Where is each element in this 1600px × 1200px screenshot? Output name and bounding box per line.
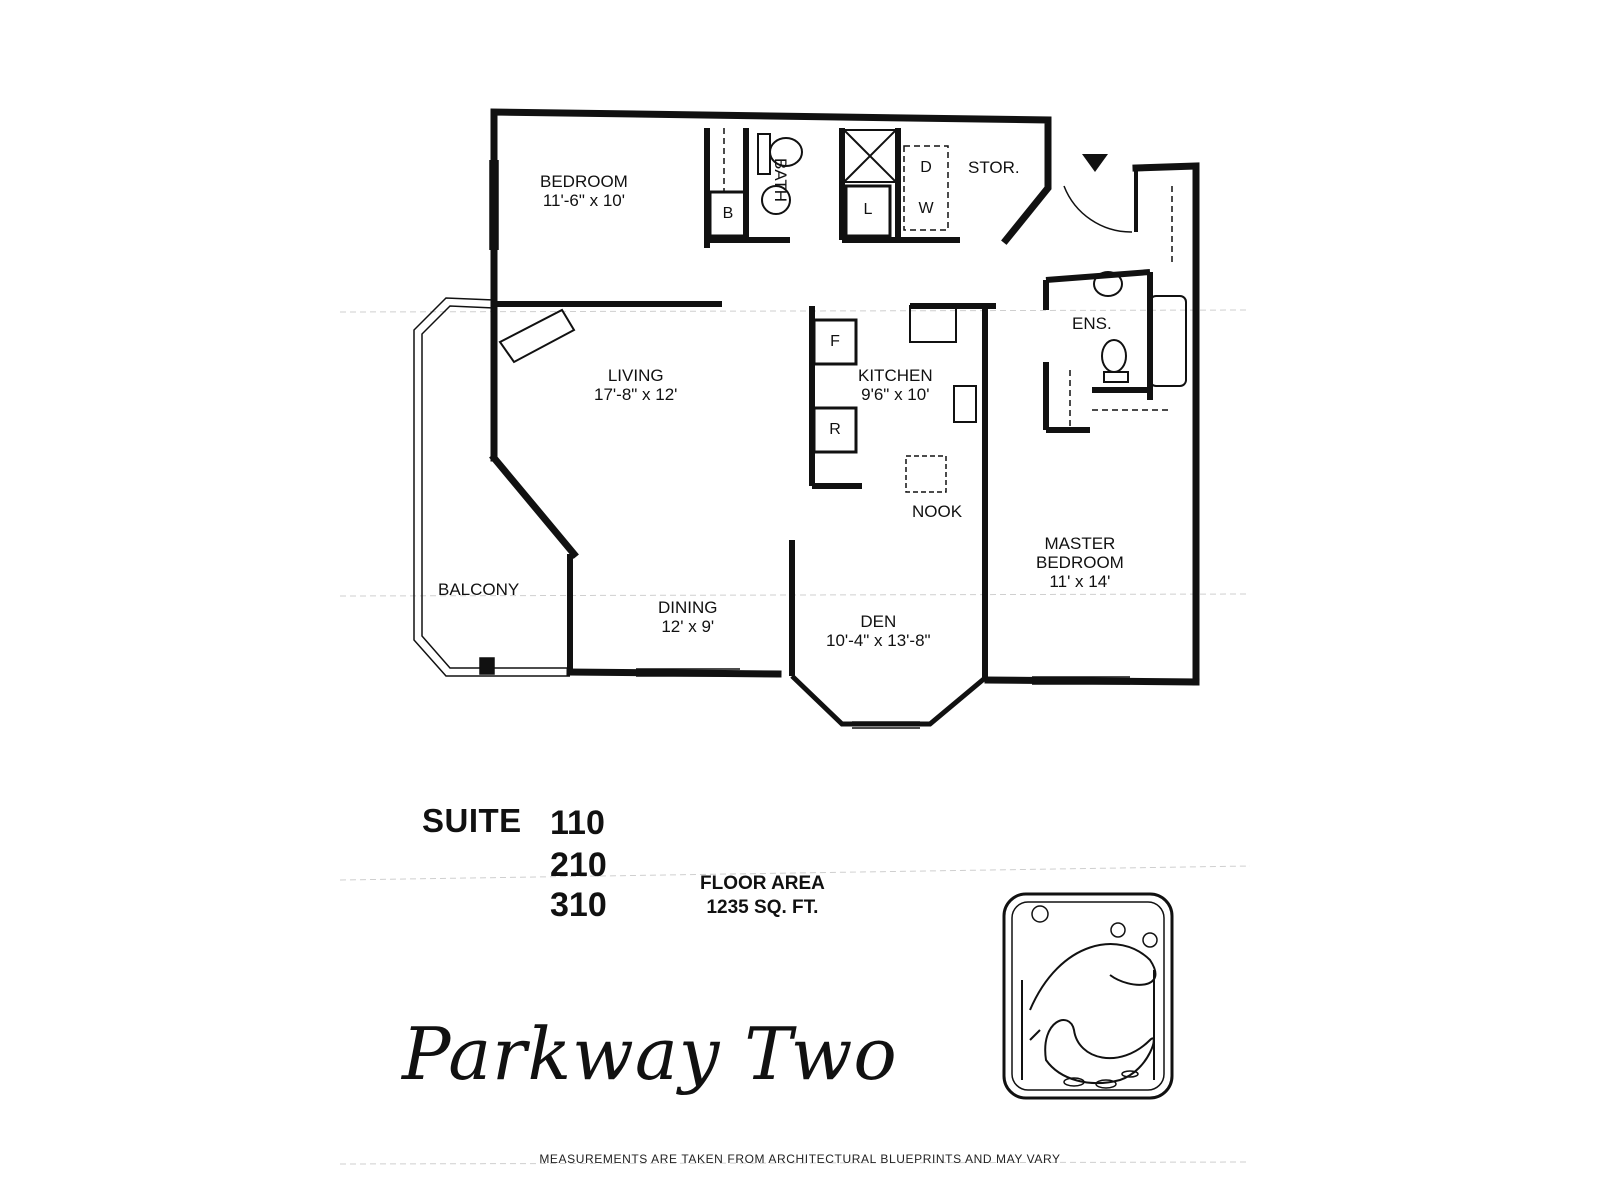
appliance-r: R — [829, 421, 841, 438]
master-bedroom-size: 11' x 14' — [1049, 572, 1111, 591]
living-name: LIVING — [607, 366, 664, 385]
room-label-balcony: BALCONY — [438, 580, 519, 599]
suite-number-1: 110 — [550, 804, 605, 842]
ensuite-fixtures — [1093, 271, 1187, 387]
suite-label: SUITE — [422, 802, 522, 839]
master-bedroom-name-2: BEDROOM — [1036, 553, 1124, 572]
room-label-ensuite: ENS. — [1072, 314, 1112, 333]
appliance-w: W — [918, 200, 934, 217]
appliance-b: B — [722, 205, 734, 222]
appliance-l: L — [863, 201, 873, 218]
bedroom-name: BEDROOM — [540, 172, 628, 191]
room-label-storage: STOR. — [968, 158, 1020, 177]
room-label-nook: NOOK — [912, 502, 962, 521]
master-bedroom-name-1: MASTER — [1044, 534, 1116, 553]
suite-number-3: 310 — [550, 886, 607, 924]
disclaimer: MEASUREMENTS ARE TAKEN FROM ARCHITECTURA… — [539, 1152, 1061, 1166]
room-label-den: DEN 10'-4" x 13'-8" — [826, 612, 931, 650]
room-label-master-bedroom: MASTER BEDROOM 11' x 14' — [1036, 534, 1124, 591]
den-bay-window — [790, 674, 987, 727]
dining-name: DINING — [658, 598, 718, 617]
appliance-boxes — [708, 145, 977, 493]
kitchen-size: 9'6" x 10' — [861, 385, 930, 404]
room-label-bedroom: BEDROOM 11'-6" x 10' — [540, 172, 628, 210]
room-label-bath: BATH — [771, 158, 790, 202]
bath-fixtures — [757, 129, 897, 215]
floor-area-label: FLOOR AREA — [700, 873, 825, 894]
ensuite-name: ENS. — [1072, 314, 1112, 333]
bath-name: BATH — [771, 158, 790, 203]
exterior-walls — [489, 108, 1200, 686]
interior-walls — [494, 128, 1153, 678]
floor-area-value: 1235 SQ. FT. — [706, 897, 819, 918]
room-label-dining: DINING 12' x 9' — [658, 598, 718, 636]
room-label-kitchen: KITCHEN 9'6" x 10' — [858, 366, 933, 404]
appliance-f: F — [830, 333, 840, 350]
swan-logo-icon — [1002, 892, 1174, 1100]
suite-number-2: 210 — [550, 846, 607, 884]
brand-signature: Parkway Two — [402, 1012, 898, 1096]
bedroom-size: 11'-6" x 10' — [542, 191, 625, 210]
den-name: DEN — [860, 612, 897, 631]
kitchen-name: KITCHEN — [858, 366, 933, 385]
appliance-d: D — [920, 159, 932, 176]
living-size: 17'-8" x 12' — [594, 385, 678, 404]
floor-area: FLOOR AREA 1235 SQ. FT. — [700, 872, 825, 920]
balcony-name: BALCONY — [438, 580, 520, 599]
dashed-doors — [723, 128, 1170, 428]
dining-size: 12' x 9' — [661, 617, 715, 636]
storage-name: STOR. — [968, 158, 1020, 177]
entry-door — [1063, 154, 1173, 262]
nook-name: NOOK — [912, 502, 963, 521]
den-size: 10'-4" x 13'-8" — [826, 631, 931, 650]
balcony-outline — [413, 297, 573, 677]
room-label-living: LIVING 17'-8" x 12' — [594, 366, 677, 404]
fireplace — [498, 308, 576, 364]
